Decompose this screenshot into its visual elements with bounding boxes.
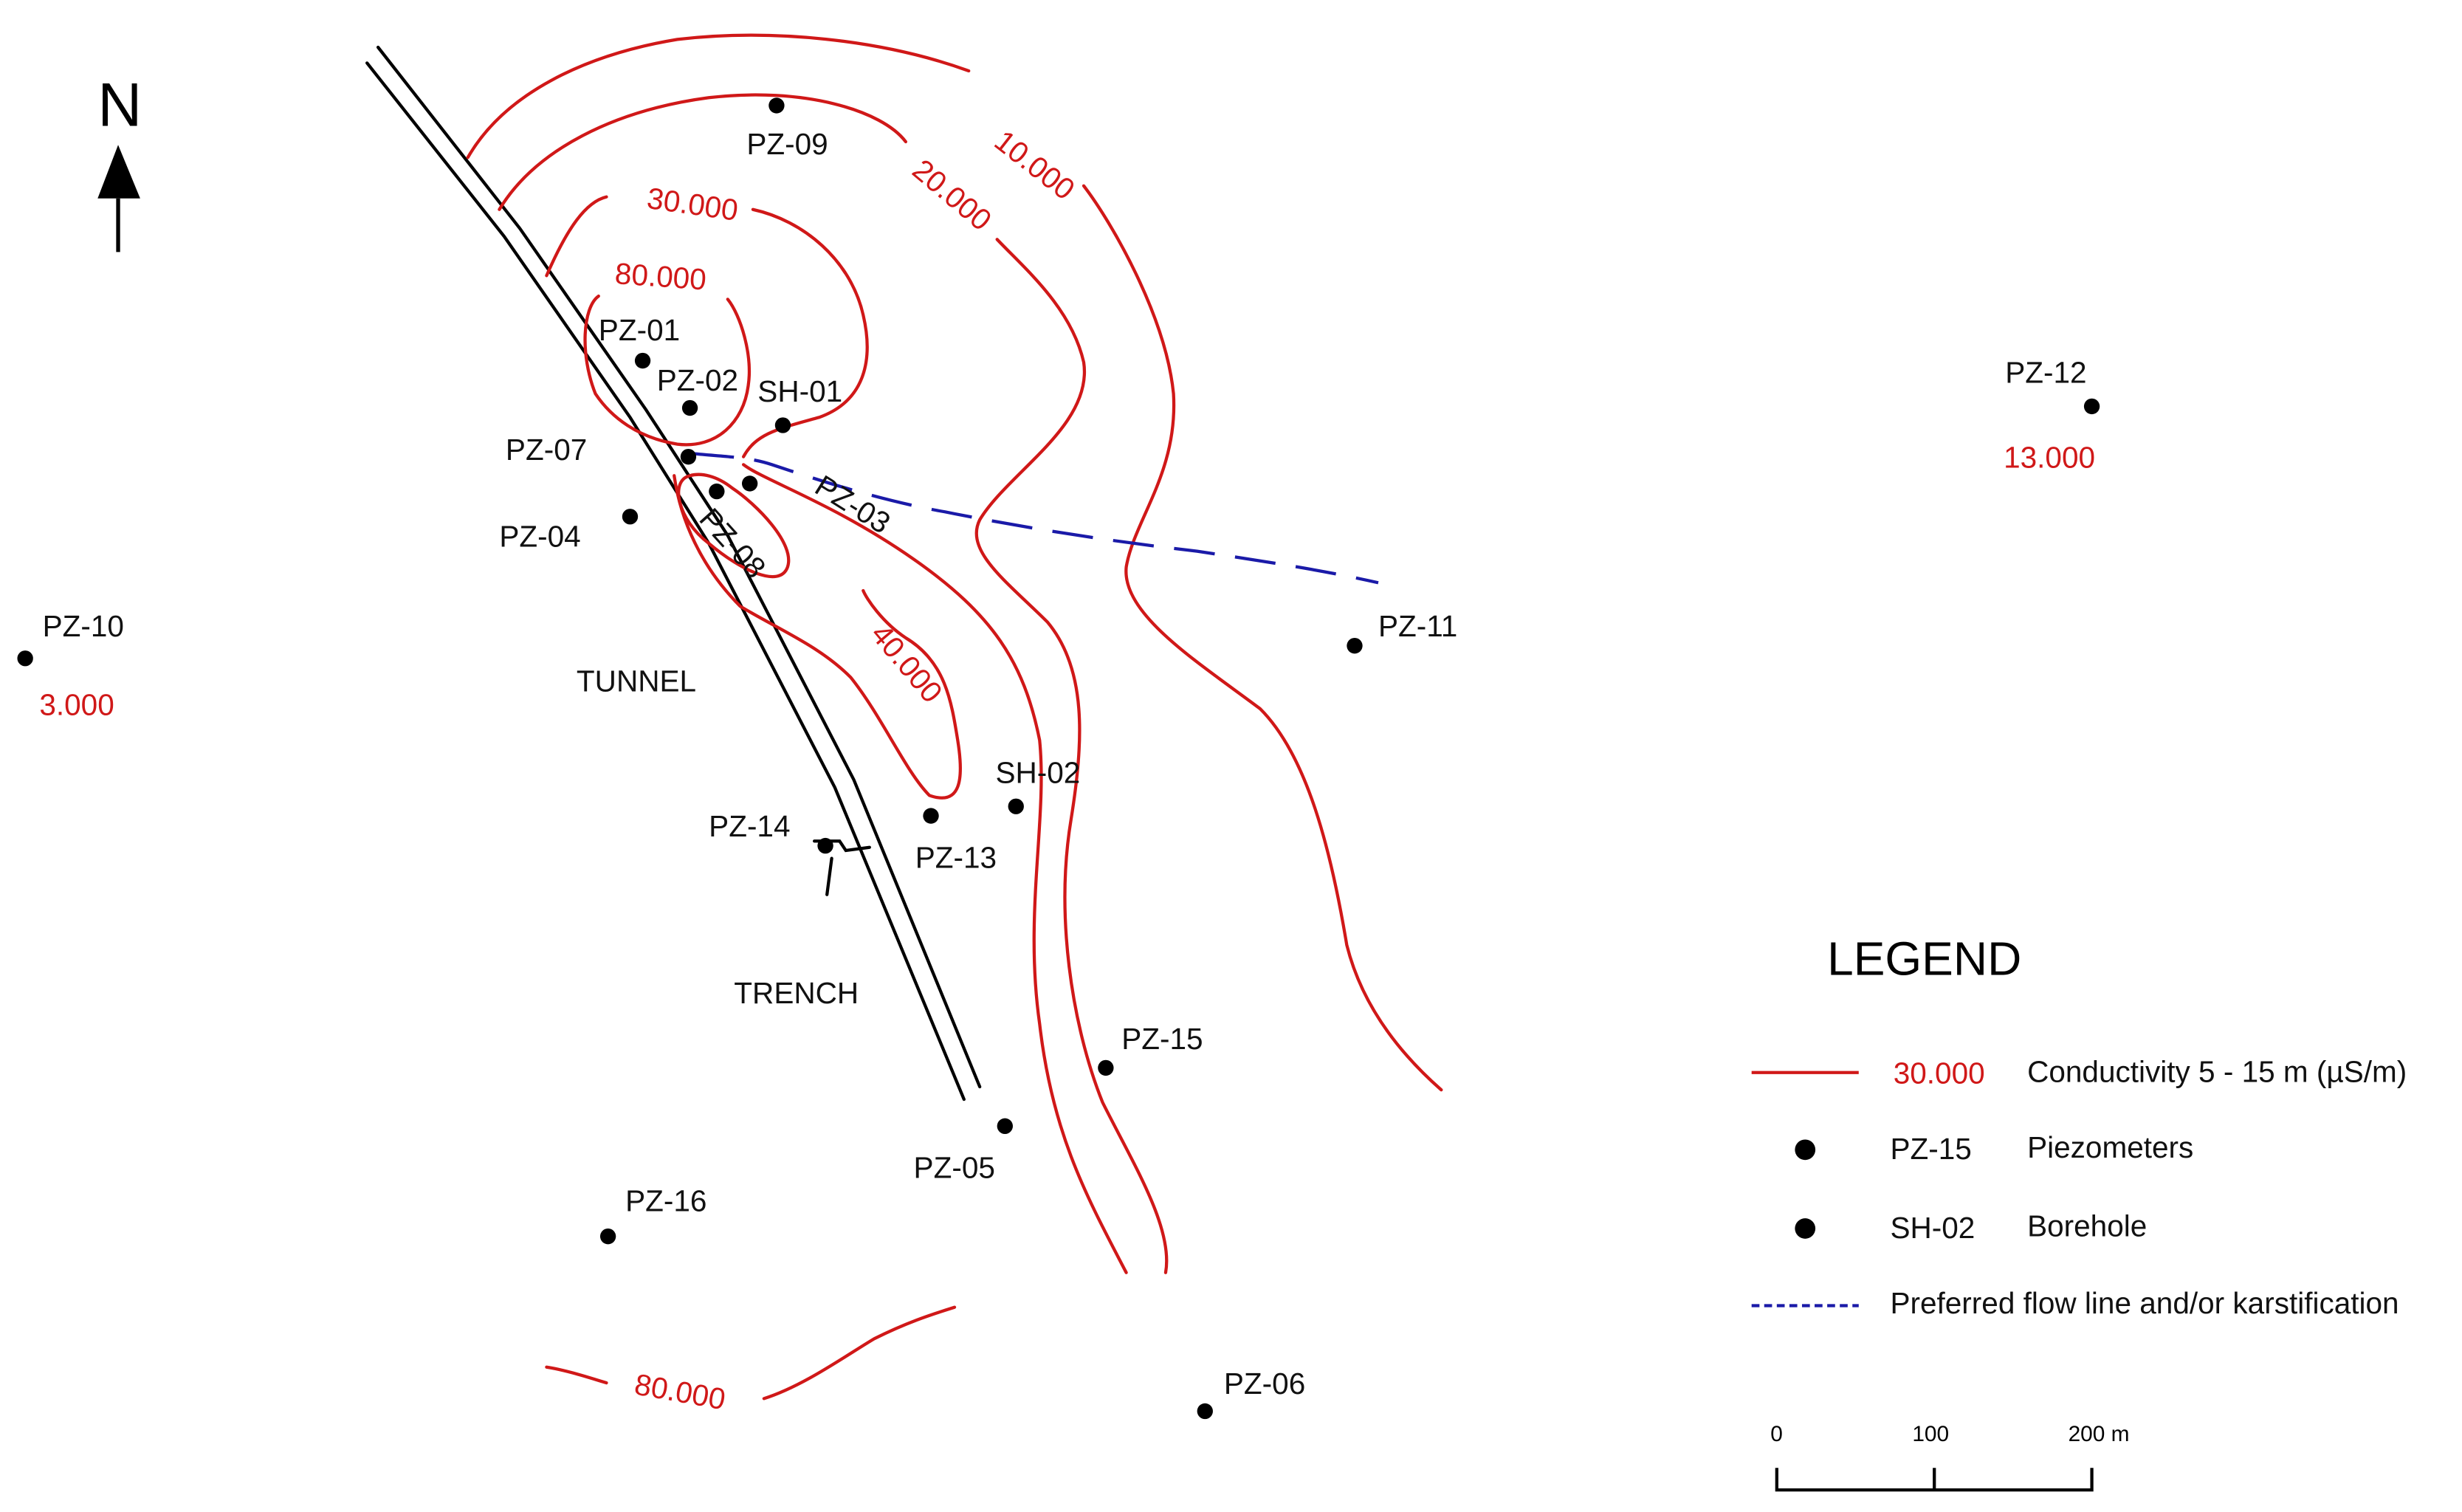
marker-sh01 [774,417,791,433]
marker-pz08 [709,483,725,500]
marker-pz04 [622,509,639,525]
label-pz01: PZ-01 [599,313,680,347]
conductivity-contours [466,33,1443,1401]
marker-pz11 [1347,638,1363,654]
label-pz02: PZ-02 [657,363,738,397]
contour-10000 [466,33,1443,1092]
label-pz09: PZ-09 [746,127,828,161]
legend-piezometer-sample: PZ-15 [1890,1132,1971,1166]
contour-20000 [498,93,1169,1274]
marker-pz02 [681,399,698,416]
label-pz06: PZ-06 [1224,1367,1305,1401]
scale-label-100: 100 [1912,1422,1949,1446]
label-pz11: PZ-11 [1378,609,1457,643]
label-pz13: PZ-13 [915,840,997,874]
marker-pz13 [923,808,939,824]
label-pz04: PZ-04 [499,519,580,553]
trench-section-tick [825,856,833,896]
legend-contour-sample: 30.000 [1894,1056,1985,1090]
contour-label-40000: 40.000 [864,617,949,709]
label-sh01: SH-01 [757,374,842,408]
legend-borehole-text: Borehole [2027,1209,2147,1243]
label-pz16: PZ-16 [625,1184,706,1218]
marker-pz14 [817,837,833,854]
legend: LEGEND 30.000 Conductivity 5 - 15 m (µS/… [1751,932,2407,1320]
contour-label-80000-north: 80.000 [614,256,708,297]
north-label: N [97,71,142,140]
scale-label-0: 0 [1770,1422,1783,1446]
value-pz12: 13.000 [2004,441,2095,475]
label-pz12: PZ-12 [2005,355,2086,389]
tunnel-label: TUNNEL [577,664,696,698]
preferred-flow-line [692,452,1379,585]
marker-pz07 [680,449,697,465]
marker-pz15 [1098,1059,1114,1076]
label-sh02: SH-02 [996,755,1081,789]
marker-pz01 [634,352,651,369]
label-pz10: PZ-10 [43,609,124,643]
north-arrow-icon [97,145,140,199]
marker-pz12 [2083,398,2100,415]
trench-label: TRENCH [734,976,859,1010]
legend-flowline-text: Preferred flow line and/or karstificatio… [1890,1286,2399,1320]
legend-borehole-sample: SH-02 [1890,1211,1975,1245]
marker-pz06 [1197,1403,1213,1420]
contour-label-30000: 30.000 [645,181,740,227]
label-pz07: PZ-07 [506,433,587,467]
contour-80000-north [583,294,752,447]
contour-30000 [545,195,1128,1274]
marker-pz03 [741,475,758,492]
label-pz05: PZ-05 [914,1151,995,1185]
tunnel-line-east [376,45,982,1089]
legend-borehole-marker [1795,1218,1816,1239]
scale-bar: 0 100 200 m [1770,1422,2130,1492]
contour-pz08 [677,472,791,579]
well-markers: PZ-09 PZ-01 PZ-02 SH-01 PZ-07 PZ-03 PZ-0… [17,97,2100,1420]
marker-pz16 [599,1228,616,1245]
contour-40000 [673,474,963,800]
value-pz10: 3.000 [39,688,114,722]
legend-piezometer-marker [1795,1139,1816,1161]
label-pz14: PZ-14 [709,809,790,843]
marker-pz05 [997,1118,1013,1134]
contour-80000-south [545,1305,957,1401]
tunnel-line-west [365,61,966,1102]
north-arrow: N [97,71,142,252]
marker-pz10 [17,650,33,667]
legend-piezometer-text: Piezometers [2027,1130,2193,1164]
contour-label-20000: 20.000 [907,152,999,237]
contour-label-80000-south: 80.000 [632,1367,728,1417]
legend-title: LEGEND [1827,932,2021,986]
label-pz03: PZ-03 [809,468,896,540]
marker-pz09 [768,97,785,114]
marker-sh02 [1008,798,1024,814]
legend-contour-text: Conductivity 5 - 15 m (µS/m) [2027,1055,2407,1089]
contour-label-10000: 10.000 [988,123,1082,207]
scale-label-200: 200 m [2069,1422,2130,1446]
label-pz15: PZ-15 [1121,1022,1203,1056]
